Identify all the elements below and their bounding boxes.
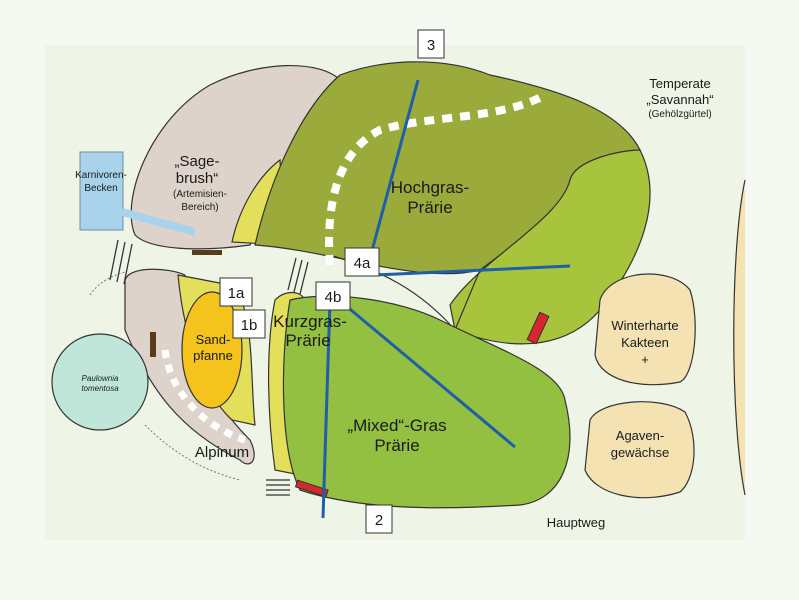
alpinum-label: Alpinum xyxy=(195,444,249,461)
marker-2: 2 xyxy=(365,504,393,534)
sagebrush-label: brush“ xyxy=(176,170,219,187)
red-bench-marker xyxy=(526,311,550,345)
sagebrush-label: „Sage- xyxy=(174,153,219,170)
marker-label: 4a xyxy=(354,255,371,272)
marker-4a: 4a xyxy=(344,247,380,277)
agaven-label: Agaven- xyxy=(616,428,664,443)
hochgras-label: Hochgras- xyxy=(391,178,469,197)
paulownia-label: tomentosa xyxy=(81,384,119,393)
kurzgras-label: Kurzgras- xyxy=(273,312,347,331)
marker-3: 3 xyxy=(417,29,445,59)
sandpfanne-area xyxy=(181,291,243,409)
paulownia-tree xyxy=(51,333,149,431)
marker-label: 1a xyxy=(228,285,245,302)
marker-label: 3 xyxy=(427,37,435,54)
agaven-area xyxy=(584,401,695,499)
hochgras-label: Prärie xyxy=(407,198,452,217)
marker-label: 1b xyxy=(241,317,258,334)
sandpfanne-label: Sand- xyxy=(196,332,231,347)
kakteen-label: Winterharte xyxy=(611,318,678,333)
mixed-gras-prairie-area xyxy=(282,295,571,509)
marker-4b: 4b xyxy=(315,281,351,311)
marker-label: 2 xyxy=(375,512,383,529)
bench xyxy=(150,332,156,357)
karnivoren-label: Becken xyxy=(84,183,117,194)
paulownia-label: Paulownia xyxy=(82,374,119,383)
kakteen-area xyxy=(594,273,696,386)
karnivoren-becken xyxy=(79,151,124,231)
transects xyxy=(321,79,571,519)
temperate-label: Temperate xyxy=(649,76,710,91)
temperate-label: „Savannah“ xyxy=(646,92,713,107)
stairs xyxy=(109,239,309,496)
hauptweg-label: Hauptweg xyxy=(547,515,606,530)
path-dashed xyxy=(325,91,547,266)
marker-1b: 1b xyxy=(232,309,266,339)
kurzgras-label: Prärie xyxy=(285,331,330,350)
mixed-gras-label: Prärie xyxy=(374,436,419,455)
mixed-gras-label: „Mixed“-Gras xyxy=(347,416,446,435)
light-green-area xyxy=(449,149,651,345)
marker-label: 4b xyxy=(325,289,342,306)
marker-1a: 1a xyxy=(219,277,253,307)
sandpfanne-label: pfanne xyxy=(193,348,233,363)
red-bench-marker xyxy=(294,479,329,498)
labels: Temperate „Savannah“ (Gehölzgürtel) „Sag… xyxy=(75,76,713,530)
dotted-border xyxy=(144,424,241,481)
temperate-label: (Gehölzgürtel) xyxy=(648,109,711,120)
savannah-edge xyxy=(733,179,746,496)
station-markers: 3 2 1a 1b 4a 4b xyxy=(219,29,445,534)
alpinum-path xyxy=(161,349,247,444)
bench xyxy=(192,250,222,255)
sagebrush-label: Bereich) xyxy=(181,202,218,213)
agaven-label: gewächse xyxy=(611,445,670,460)
water-channel xyxy=(120,208,197,236)
kakteen-label: Kakteen xyxy=(621,335,669,350)
kakteen-label: + xyxy=(641,352,649,367)
dotted-border xyxy=(89,271,126,296)
karnivoren-label: Karnivoren- xyxy=(75,170,127,181)
sagebrush-label: (Artemisien- xyxy=(173,189,227,200)
